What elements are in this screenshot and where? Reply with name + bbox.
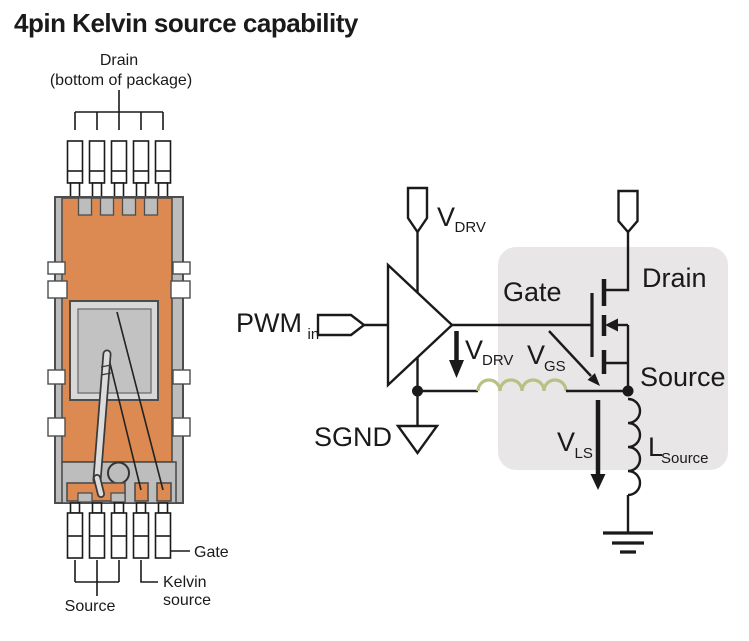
gate-bond-wire: [116, 311, 164, 491]
drain-top-bracket: [74, 90, 164, 130]
signal-ground-symbol: [395, 424, 440, 456]
kelvin-bond-wire: [107, 354, 142, 491]
bond-wires: [92, 311, 164, 498]
package-pins-bottom: [66, 502, 172, 559]
lsource-label-sub: Source: [661, 450, 709, 467]
package-pin-top-5: [154, 140, 172, 199]
lsource-label: L: [648, 432, 663, 462]
gate-terminal-label: Gate: [503, 277, 562, 307]
drain-top-label-line1: Drain: [100, 52, 138, 69]
vls-label: V: [557, 427, 575, 457]
bottom-pads: [66, 482, 172, 503]
package-pin-bottom-1: [66, 502, 84, 559]
lead-frame-top-slots: [77, 197, 159, 216]
source-bond-wire: [92, 349, 112, 498]
vdrv-supply-flag: [406, 186, 429, 235]
package-pin-top-1: [66, 140, 84, 199]
mosfet-symbol: [590, 279, 630, 391]
mosfet-body-arrow: [605, 318, 618, 332]
source-terminal-label: Source: [640, 362, 726, 392]
source-pin-label: Source: [65, 598, 116, 615]
package-pin-bottom-5: [154, 502, 172, 559]
drain-top-label-line2: (bottom of package): [50, 72, 192, 89]
drain-supply-flag: [617, 189, 639, 234]
vdrv-supply-label: V: [437, 202, 455, 232]
package-pin-top-2: [88, 140, 106, 199]
package-pin-bottom-2: [88, 502, 106, 559]
kelvin-pin-label-line1: Kelvin: [163, 574, 207, 591]
package-pin-top-4: [132, 140, 150, 199]
package-pin-bottom-4: [132, 502, 150, 559]
sgnd-junction-dot: [412, 385, 423, 397]
drain-wire: [604, 232, 630, 292]
circuit-schematic: V DRV PWM in SGND Gate Drain Source V DR…: [236, 186, 728, 554]
gate-pin-label: Gate: [194, 544, 229, 561]
package-pin-bottom-3: [110, 502, 128, 559]
case-side-notches: [47, 261, 191, 437]
vdrv-out-label: V: [465, 335, 483, 365]
pwm-input-label: PWM: [236, 308, 302, 338]
page-title: 4pin Kelvin source capability: [14, 8, 358, 38]
gate-pad: [156, 482, 172, 502]
kelvin-leader: [140, 560, 158, 583]
source-junction-dot: [622, 385, 634, 397]
vls-arrow: [590, 400, 606, 490]
source-inductance-coil: [627, 397, 642, 497]
vgs-label: V: [527, 340, 545, 370]
pwm-input-flag: [316, 313, 366, 337]
vls-label-sub: LS: [575, 445, 593, 462]
package-diagram: Drain (bottom of package) Gate Kelvin so…: [47, 52, 229, 615]
vdrv-supply-label-sub: DRV: [455, 219, 486, 236]
package-pins-top: [66, 140, 172, 199]
power-ground-symbol: [603, 531, 653, 554]
kelvin-pin-label-line2: source: [163, 592, 211, 609]
sgnd-label: SGND: [314, 422, 392, 452]
kelvin-pad: [134, 482, 149, 502]
package-pin-top-3: [110, 140, 128, 199]
vdrv-out-label-sub: DRV: [482, 352, 513, 369]
vgs-label-sub: GS: [544, 358, 566, 375]
source-bracket: [74, 560, 120, 596]
driver-buffer: [386, 262, 454, 388]
pwm-input-label-sub: in: [308, 326, 320, 343]
drain-terminal-label: Drain: [642, 263, 707, 293]
vgs-arrow: [548, 330, 600, 386]
kelvin-trace-inductance-coil: [476, 378, 568, 392]
vdrv-arrow: [449, 331, 464, 378]
package-shade: [498, 247, 728, 470]
